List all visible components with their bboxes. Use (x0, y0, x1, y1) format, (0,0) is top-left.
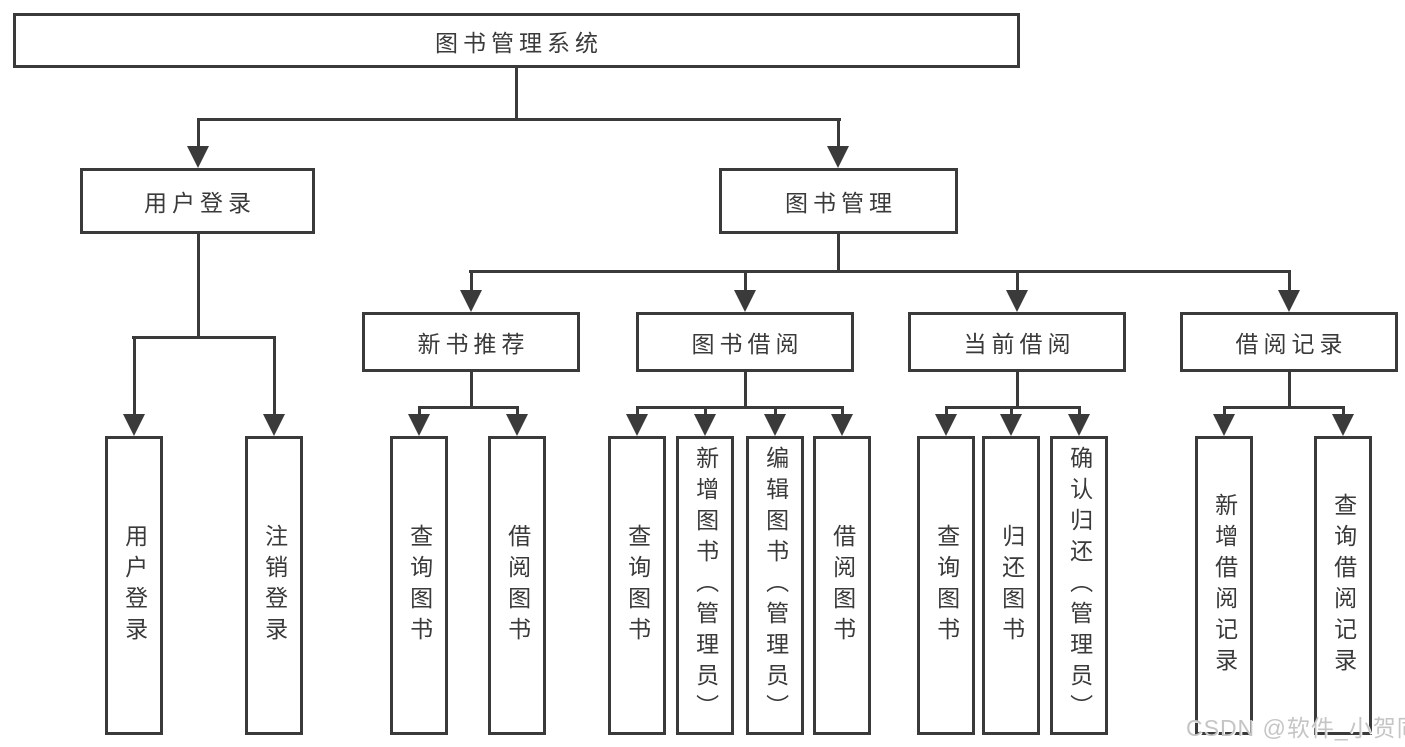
connector-line (197, 234, 200, 338)
arrow-down-icon (1213, 414, 1235, 436)
connector-line (744, 270, 747, 292)
arrow-down-icon (1332, 414, 1354, 436)
connector-line (774, 406, 777, 416)
connector-line (1016, 270, 1019, 292)
connector-line (1078, 406, 1081, 416)
node-label: 新书推荐 (417, 331, 530, 357)
arrow-down-icon (263, 414, 285, 436)
connector-line (516, 406, 519, 416)
node-label: 图书管理 (785, 190, 897, 216)
node-label: 借阅记录 (1235, 331, 1348, 357)
connector-line (1223, 406, 1345, 409)
node-label: 借阅图书 (829, 523, 856, 648)
connector-line (418, 406, 421, 416)
arrow-down-icon (187, 146, 209, 168)
connector-line (469, 270, 1291, 273)
arrow-down-icon (831, 414, 853, 436)
connector-line (515, 68, 518, 120)
node-label: 编辑图书（管理员） (762, 446, 789, 725)
connector-line (704, 406, 707, 416)
connector-line (418, 406, 519, 409)
node-borrow-books-borrow: 借阅图书 (813, 436, 871, 735)
node-user-login-action: 用户登录 (105, 436, 163, 735)
node-label: 用户登录 (121, 523, 148, 648)
arrow-down-icon (1006, 290, 1028, 312)
arrow-down-icon (764, 414, 786, 436)
node-borrow-books-recommend: 借阅图书 (488, 436, 546, 735)
node-book-management: 图书管理 (719, 168, 958, 234)
node-query-books-current: 查询图书 (917, 436, 975, 735)
watermark: CSDN @软件_小贺同学 (1186, 715, 1405, 741)
node-label: 归还图书 (998, 523, 1025, 648)
arrow-down-icon (460, 290, 482, 312)
connector-line (197, 118, 200, 148)
connector-line (636, 406, 639, 416)
node-label: 用户登录 (144, 190, 256, 216)
arrow-down-icon (1000, 414, 1022, 436)
arrow-down-icon (408, 414, 430, 436)
connector-line (1288, 270, 1291, 292)
node-add-book-admin: 新增图书（管理员） (676, 436, 734, 735)
node-label: 查询图书 (406, 523, 433, 648)
node-new-book-recommend: 新书推荐 (362, 312, 580, 372)
node-label: 确认归还（管理员） (1066, 446, 1093, 725)
arrow-down-icon (123, 414, 145, 436)
connector-line (470, 372, 473, 408)
node-borrowing-records: 借阅记录 (1180, 312, 1398, 372)
connector-line (744, 372, 747, 408)
connector-line (133, 336, 136, 416)
node-label: 图书管理系统 (435, 29, 603, 56)
node-add-borrow-record: 新增借阅记录 (1195, 436, 1253, 735)
connector-line (1342, 406, 1345, 416)
node-query-books-borrow: 查询图书 (608, 436, 666, 735)
connector-line (945, 406, 948, 416)
arrow-down-icon (827, 146, 849, 168)
node-label: 查询图书 (624, 523, 651, 648)
connector-line (841, 406, 844, 416)
connector-line (1223, 406, 1226, 416)
arrow-down-icon (734, 290, 756, 312)
node-return-book: 归还图书 (982, 436, 1040, 735)
connector-line (1016, 372, 1019, 408)
node-label: 借阅图书 (504, 523, 531, 648)
node-label: 当前借阅 (963, 331, 1076, 357)
connector-line (945, 406, 1081, 409)
node-label: 图书借阅 (691, 331, 804, 357)
connector-line (837, 234, 840, 272)
node-label: 查询借阅记录 (1330, 492, 1357, 679)
node-edit-book-admin: 编辑图书（管理员） (746, 436, 804, 735)
node-query-borrow-record: 查询借阅记录 (1314, 436, 1372, 735)
arrow-down-icon (935, 414, 957, 436)
node-current-borrowing: 当前借阅 (908, 312, 1126, 372)
arrow-down-icon (1278, 290, 1300, 312)
connector-line (273, 336, 276, 416)
node-logout-action: 注销登录 (245, 436, 303, 735)
arrow-down-icon (694, 414, 716, 436)
connector-line (1288, 372, 1291, 408)
connector-line (132, 336, 276, 339)
node-label: 查询图书 (933, 523, 960, 648)
node-book-borrowing: 图书借阅 (636, 312, 854, 372)
node-query-books-recommend: 查询图书 (390, 436, 448, 735)
connector-line (197, 118, 841, 121)
connector-line (636, 406, 844, 409)
arrow-down-icon (1068, 414, 1090, 436)
connector-line (837, 118, 840, 148)
connector-line (1010, 406, 1013, 416)
node-library-management-system: 图书管理系统 (13, 13, 1020, 68)
node-confirm-return-admin: 确认归还（管理员） (1050, 436, 1108, 735)
node-label: 注销登录 (261, 523, 288, 648)
arrow-down-icon (506, 414, 528, 436)
arrow-down-icon (626, 414, 648, 436)
node-label: 新增图书（管理员） (692, 446, 719, 725)
node-label: 新增借阅记录 (1211, 492, 1238, 679)
connector-line (470, 270, 473, 292)
node-user-login: 用户登录 (80, 168, 315, 234)
